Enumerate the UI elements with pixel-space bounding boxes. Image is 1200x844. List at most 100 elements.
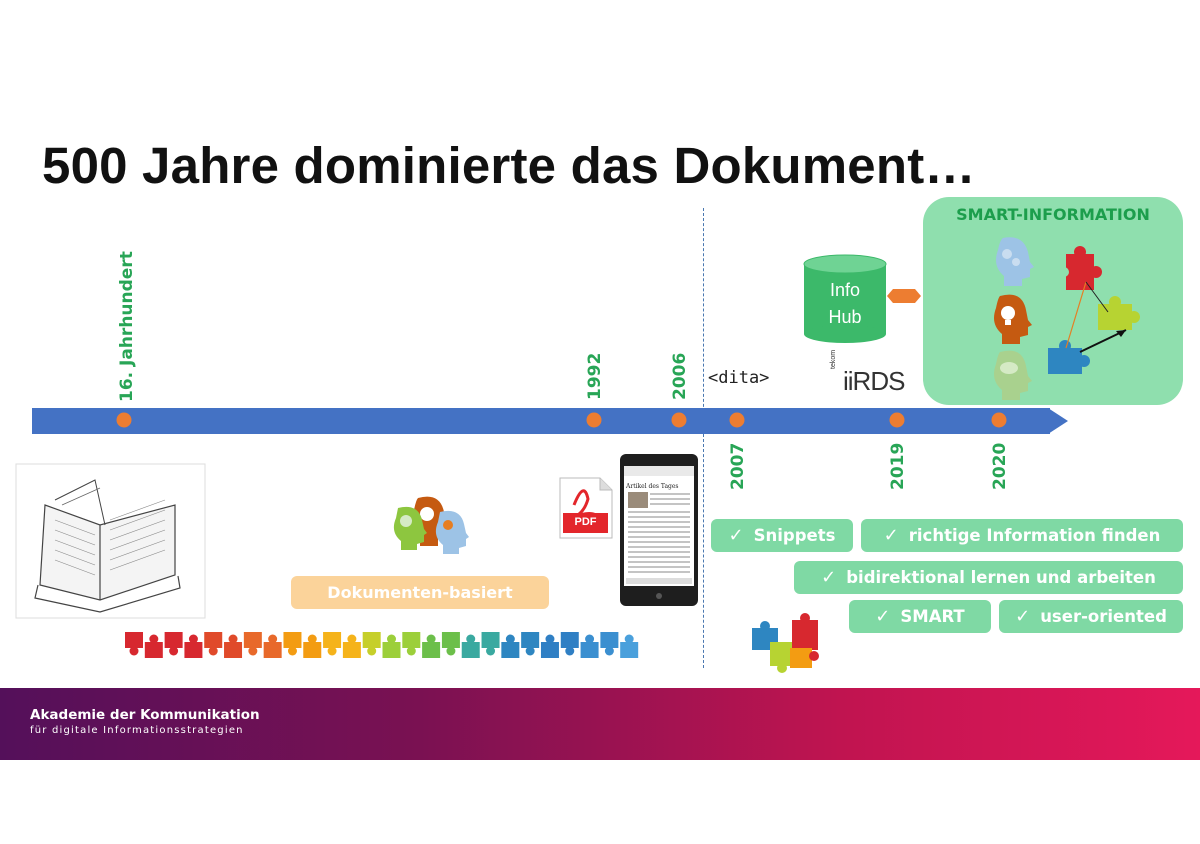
timeline-dot-2019 — [889, 412, 905, 428]
puzzle-chain-knob — [228, 634, 238, 644]
footer-org-subtitle: für digitale Informationsstrategien — [30, 725, 244, 736]
head-brain-icon — [393, 506, 427, 550]
feature-bidirektional: ✓ bidirektional lernen und arbeiten — [794, 561, 1183, 594]
puzzle-chain-knob — [129, 646, 139, 656]
feature-label: richtige Information finden — [908, 526, 1161, 545]
timeline-label-2019: 2019 — [888, 442, 908, 490]
puzzle-chain-piece — [461, 642, 480, 658]
puzzle-chain-piece — [382, 642, 401, 658]
check-icon: ✓ — [875, 606, 891, 627]
puzzle-chain-knob — [585, 634, 595, 644]
footer-org-name: Akademie der Kommunikation — [30, 707, 260, 723]
puzzle-chain-piece — [243, 632, 262, 648]
connector-hexagon-icon — [887, 289, 921, 303]
puzzle-chain-piece — [441, 632, 460, 648]
puzzle-chain-knob — [367, 646, 377, 656]
feature-label: SMART — [900, 607, 965, 626]
puzzle-chain-piece — [125, 632, 143, 648]
puzzle-chain-piece — [263, 642, 282, 658]
puzzle-chain-knob — [486, 646, 496, 656]
puzzle-chain-knob — [466, 634, 476, 644]
timeline-dot-2020 — [991, 412, 1007, 428]
puzzle-chain-knob — [169, 646, 179, 656]
info-hub-line1: Info — [829, 280, 861, 300]
timeline-dot-2007 — [729, 412, 745, 428]
head-gears-icon — [996, 237, 1034, 286]
timeline-label-1992: 1992 — [585, 352, 605, 400]
puzzle-chain-piece — [560, 632, 579, 648]
puzzle-chain-knob — [188, 634, 198, 644]
timeline-dot-2006 — [671, 412, 687, 428]
feature-label: user-oriented — [1040, 607, 1167, 626]
puzzle-chain-knob — [149, 634, 159, 644]
puzzle-chain-piece — [144, 642, 163, 658]
dita-logo: <dita> — [708, 368, 770, 388]
puzzle-piece-icon — [1098, 296, 1140, 330]
pdf-icon — [559, 477, 613, 539]
puzzle-chain-piece — [224, 642, 243, 658]
puzzle-chain-knob — [545, 634, 555, 644]
era-divider — [703, 208, 704, 668]
pdf-label: PDF — [574, 516, 597, 528]
puzzle-chain-knob — [208, 646, 218, 656]
feature-snippets: ✓ Snippets — [711, 519, 853, 552]
smartphone-icon — [620, 454, 698, 606]
puzzle-chain-knob — [525, 646, 535, 656]
puzzle-chain-piece — [402, 632, 421, 648]
puzzle-chain-piece — [540, 642, 559, 658]
puzzle-chain-knob — [505, 634, 515, 644]
timeline-dot-1992 — [586, 412, 602, 428]
check-icon: ✓ — [883, 525, 899, 546]
puzzle-chain-piece — [422, 642, 441, 658]
irds-logo: iiRDS — [843, 366, 905, 396]
timeline-label-2006: 2006 — [670, 352, 690, 400]
feature-smart: ✓ SMART — [849, 600, 991, 633]
feature-richtige-information: ✓ richtige Information finden — [861, 519, 1183, 552]
puzzle-chain-piece — [342, 642, 361, 658]
puzzle-chain-piece — [620, 642, 639, 658]
puzzle-chain-knob — [268, 634, 278, 644]
document-based-label: Dokumenten-basiert — [291, 576, 549, 609]
timeline-arrow — [32, 408, 1068, 434]
puzzle-chain-knob — [387, 634, 396, 644]
head-lightbulb-icon — [994, 294, 1032, 344]
puzzle-chain-knob — [327, 646, 337, 656]
puzzle-chain-piece — [204, 632, 223, 648]
timeline-label-16-jahrhundert: 16. Jahrhundert — [117, 251, 137, 402]
timeline-dot-16-jh — [116, 412, 132, 428]
timeline-label-2007: 2007 — [728, 442, 748, 490]
puzzle-chain-piece — [283, 632, 302, 648]
info-hub-line2: Hub — [828, 307, 862, 327]
puzzle-chain-knob — [406, 646, 416, 656]
feature-label: Snippets — [753, 526, 836, 545]
page-title: 500 Jahre dominierte das Dokument… — [42, 137, 976, 194]
database-cylinder-icon — [803, 254, 887, 343]
book-illustration-icon — [15, 463, 206, 619]
puzzle-piece-icon — [752, 613, 819, 673]
puzzle-chain-knob — [604, 646, 614, 656]
puzzle-chain-knob — [248, 646, 258, 656]
puzzle-chain-piece — [521, 632, 540, 648]
puzzle-chain-knob — [426, 634, 436, 644]
head-brain-icon — [994, 350, 1032, 400]
puzzle-chain-knob — [287, 646, 297, 656]
phone-article-heading: Artikel des Tages — [626, 483, 679, 490]
timeline-label-2020: 2020 — [990, 442, 1010, 490]
puzzle-chain-piece — [580, 642, 599, 658]
check-icon: ✓ — [821, 567, 837, 588]
puzzle-chain-icon — [125, 632, 639, 658]
puzzle-chain-piece — [164, 632, 183, 648]
puzzle-piece-icon — [1048, 340, 1090, 374]
puzzle-chain-piece — [362, 632, 381, 648]
puzzle-chain-knob — [307, 634, 317, 644]
footer-bar — [0, 688, 1200, 760]
check-icon: ✓ — [728, 525, 744, 546]
irds-logo-prefix: tekom — [830, 349, 837, 369]
smart-information-title: SMART-INFORMATION — [956, 205, 1150, 224]
puzzle-chain-piece — [323, 632, 342, 648]
puzzle-chain-knob — [565, 646, 575, 656]
feature-label: bidirektional lernen und arbeiten — [846, 568, 1156, 587]
puzzle-chain-knob — [347, 634, 357, 644]
puzzle-chain-piece — [501, 642, 520, 658]
